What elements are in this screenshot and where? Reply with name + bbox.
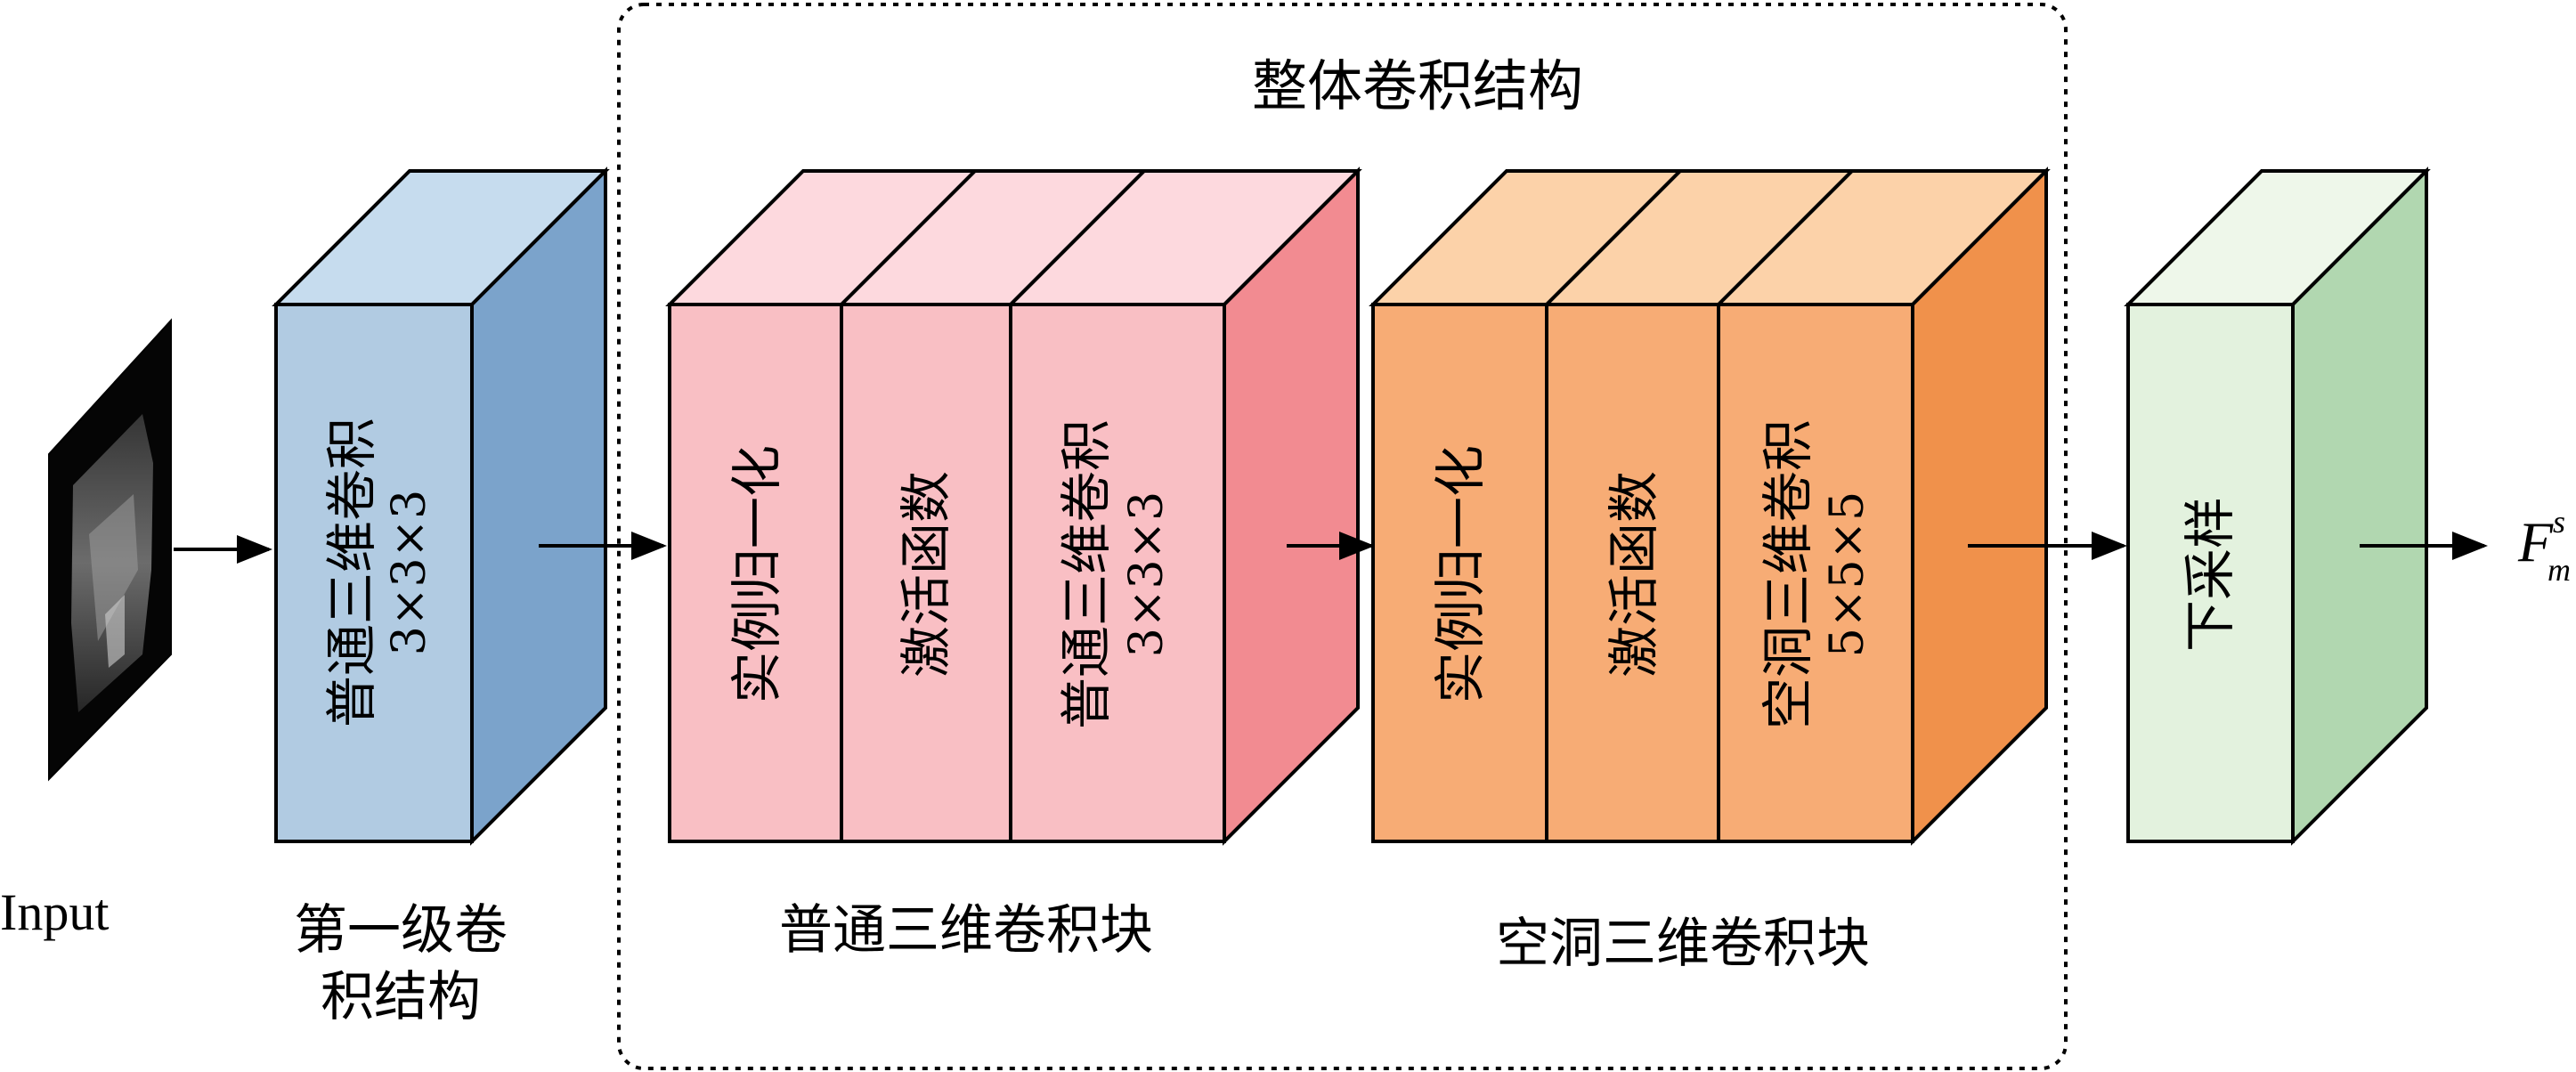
regular-block-caption: 普通三维卷积块 [779, 899, 1153, 962]
dilated-conv-block: 实例归一化 激活函数 空洞三维卷积 5×5×5 [1369, 166, 2051, 846]
stage1-conv-block: 普通三维卷积 3×3×3 [272, 166, 610, 846]
input-image [48, 318, 172, 782]
regular-front-layer2 [840, 303, 1012, 843]
dilated-front-layer3 [1717, 303, 1914, 843]
output-feature-symbol: F s m [2517, 504, 2571, 588]
downsample-block: 下采样 [2124, 166, 2431, 846]
stage1-caption-line2: 积结构 [321, 966, 481, 1028]
input-label: Input [0, 883, 109, 941]
regular-layer3-kernel: 3×3×3 [1120, 491, 1174, 657]
dilated-layer1-label: 实例归一化 [1430, 445, 1491, 703]
dilated-layer3-kernel: 5×5×5 [1821, 491, 1874, 657]
dilated-front-layer2 [1545, 303, 1720, 843]
regular-front-layer3 [1009, 303, 1226, 843]
stage1-front-face [274, 303, 474, 843]
stage1-layer-label: 普通三维卷积 [321, 418, 382, 727]
regular-front-layer1 [668, 303, 843, 843]
downsample-front-face [2126, 303, 2295, 843]
regular-layer2-label: 激活函数 [896, 471, 956, 678]
output-superscript: s [2553, 504, 2565, 540]
dilated-front-layer1 [1371, 303, 1548, 843]
stage1-kernel-label: 3×3×3 [383, 490, 436, 655]
dilated-layer3-label: 空洞三维卷积 [1758, 419, 1818, 729]
regular-layer1-label: 实例归一化 [727, 445, 787, 703]
downsample-label: 下采样 [2180, 497, 2240, 652]
dilated-block-caption: 空洞三维卷积块 [1496, 913, 1870, 975]
overall-conv-frame [617, 3, 2068, 1070]
regular-conv-block: 实例归一化 激活函数 普通三维卷积 3×3×3 [665, 166, 1362, 846]
output-subscript: m [2548, 552, 2571, 588]
dilated-layer2-label: 激活函数 [1604, 471, 1664, 678]
stage1-caption-line1: 第一级卷 [294, 899, 508, 962]
output-symbol: F [2517, 510, 2554, 573]
overall-title: 整体卷积结构 [1252, 53, 1583, 118]
regular-layer3-label: 普通三维卷积 [1056, 419, 1117, 729]
